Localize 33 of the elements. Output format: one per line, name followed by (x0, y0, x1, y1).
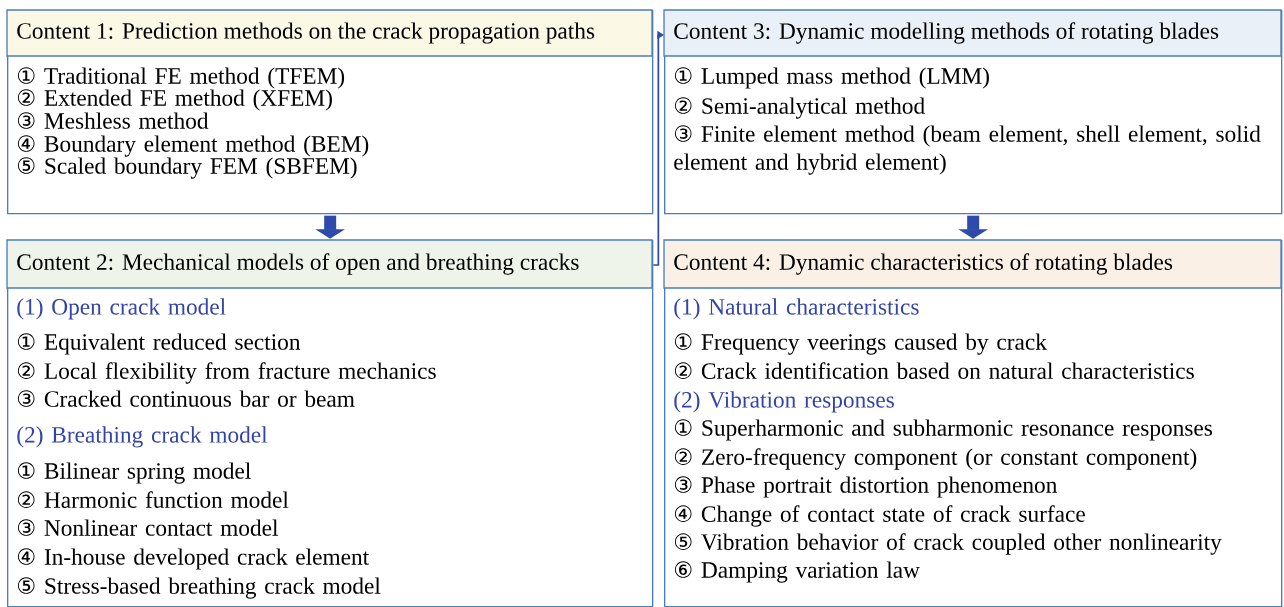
list-item: ② Harmonic function model (17, 491, 289, 508)
header-band: Content 3: Dynamic modelling methods of rotating blades (663, 9, 1282, 57)
list-item: ④ Boundary element method (BEM) (17, 135, 369, 157)
list-item: ① Frequency veerings caused by crack (674, 333, 1047, 355)
list-item: ③ Nonlinear contact model (17, 519, 278, 536)
list-item: ② Extended FE method (XFEM) (17, 89, 332, 111)
header-band: Content 2: Mechanical models of open and breathing cracks (6, 239, 653, 289)
list-item: ① Bilinear spring model (17, 462, 251, 484)
list-item: ③ Cracked continuous bar or beam (17, 390, 355, 407)
arrow (652, 30, 664, 266)
subheading: (1) Open crack model (17, 298, 226, 320)
list-item: ③ Finite element method (beam element, shell element, solid element and hybrid element) (674, 125, 1261, 175)
list-item: ② Crack identification based on natural characteristics (674, 362, 1194, 379)
list-item: ③ Meshless method (17, 112, 209, 129)
list-item: ① Superharmonic and subharmonic resonance responses (674, 419, 1212, 441)
list-item: ① Equivalent reduced section (17, 333, 301, 355)
subheading: (2) Vibration responses (674, 391, 894, 413)
list-item: ⑤ Stress-based breathing crack model (17, 577, 381, 599)
list-item: ① Lumped mass method (LMM) (674, 67, 989, 89)
list-item: ② Semi-analytical method (674, 97, 925, 119)
list-item: ① Traditional FE method (TFEM) (17, 67, 345, 89)
list-item: ⑤ Scaled boundary FEM (SBFEM) (17, 157, 357, 179)
subheading: (1) Natural characteristics (674, 298, 919, 320)
header-band: Content 4: Dynamic characteristics of rotating blades (663, 239, 1282, 289)
subheading: (2) Breathing crack model (17, 426, 268, 448)
header-band: Content 1: Prediction methods on the crack propagation paths (6, 9, 653, 57)
list-item: ④ In-house developed crack element (17, 548, 370, 570)
list-item: ⑤ Vibration behavior of crack coupled other nonlinearity (674, 533, 1222, 555)
list-item: ② Zero-frequency component (or constant component) (674, 448, 1197, 470)
list-item: ② Local flexibility from fracture mechanics (17, 362, 436, 384)
list-item: ③ Phase portrait distortion phenomenon (674, 476, 1057, 498)
list-item: ⑥ Damping variation law (674, 561, 920, 583)
list-item: ④ Change of contact state of crack surface (674, 505, 1085, 527)
